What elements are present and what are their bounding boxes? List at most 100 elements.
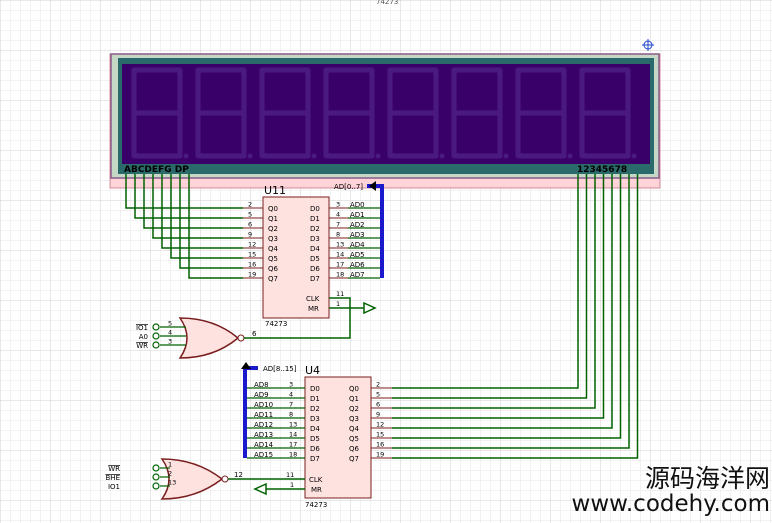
segment-wire [143, 174, 243, 229]
u11-left-pin-number: 16 [248, 261, 256, 269]
gate2-input-terminal-icon [152, 464, 160, 472]
lcd-digit-group [131, 67, 637, 159]
u4-mr-label: MR [311, 486, 322, 494]
u4-left-pin-number: 3 [289, 381, 293, 389]
segment-wire [188, 174, 243, 279]
lcd-digit [579, 67, 631, 159]
u11-bus-name: AD[0..7] [334, 183, 363, 191]
gate2-input-label: WR [108, 465, 120, 473]
u4-clk-label: CLK [309, 476, 323, 484]
digit-wire [392, 174, 605, 419]
lcd-decimal-point [503, 153, 509, 159]
u11-left-pin-number: 19 [248, 271, 256, 279]
u4-right-pin-number: 5 [376, 391, 380, 399]
gate1-input-pin: 3 [168, 338, 172, 346]
u4-bus-signal: AD14 [254, 441, 274, 449]
u11-left-label: Q5 [268, 255, 278, 263]
u11-bus-signal: AD7 [350, 271, 365, 279]
u4-bus-signal: AD10 [254, 401, 273, 409]
u11-right-pin-number: 7 [336, 221, 340, 229]
u4-left-label: D2 [310, 405, 320, 413]
u4-left-label: D0 [310, 385, 320, 393]
or-gate-1-body [178, 317, 240, 359]
u11-name: U11 [264, 184, 286, 197]
u4-name: U4 [305, 364, 320, 377]
gate2-input-pin: 2 [168, 470, 172, 478]
u4-right-pin-number: 2 [376, 381, 380, 389]
u4-type: 74273 [305, 501, 327, 509]
gate1-input-label: IO1 [136, 324, 148, 332]
u4-right-pin-number: 19 [376, 451, 384, 459]
u11-right-label: D1 [310, 215, 320, 223]
gate2-input-label: IO1 [108, 483, 120, 491]
gate1-input-pin: 4 [168, 329, 172, 337]
u11-left-pin-number: 2 [248, 201, 252, 209]
gate2-input-pin: 1 [168, 461, 172, 469]
lcd-display[interactable]: ABCDEFG DP 12345678 [109, 53, 661, 189]
lcd-digit-pin-label: 12345678 [577, 165, 627, 175]
digit-wire [392, 174, 588, 399]
u4-left-pin-number: 8 [289, 411, 293, 419]
digit-wire [392, 174, 579, 389]
u11-mr-pin: 1 [336, 300, 340, 308]
u4-mr-pin: 1 [290, 481, 294, 489]
u4-left-pin-number: 4 [289, 391, 293, 399]
lcd-digit [195, 67, 247, 159]
watermark: 源码海洋网 www.codehy.com [570, 466, 770, 516]
lcd-digit [259, 67, 311, 159]
u11-left-label: Q6 [268, 265, 279, 273]
u11-left-label: Q4 [268, 245, 279, 253]
lcd-decimal-point [183, 153, 189, 159]
u11-bus-signal: AD5 [350, 251, 365, 259]
u4-left-pin-number: 18 [289, 451, 297, 459]
lcd-decimal-point [311, 153, 317, 159]
u11-right-pin-number: 3 [336, 201, 340, 209]
u4-left-label: D5 [310, 435, 320, 443]
u11-bus-signal: AD4 [350, 241, 365, 249]
u11-bus-signal: AD3 [350, 231, 365, 239]
segment-wire [161, 174, 243, 249]
u11-right-pin-number: 14 [336, 251, 344, 259]
u4-right-label: Q4 [349, 425, 360, 433]
u4-right-label: Q2 [349, 405, 359, 413]
u4-bus-signal: AD13 [254, 431, 273, 439]
u4-bus-name: AD[8..15] [263, 365, 297, 373]
u4-bus-signal: AD11 [254, 411, 273, 419]
u4-right-pin-number: 16 [376, 441, 384, 449]
lcd-digit [387, 67, 439, 159]
segment-wire [170, 174, 243, 259]
watermark-url: www.codehy.com [571, 491, 770, 517]
crosshair-marker-icon[interactable] [642, 39, 654, 51]
u4-right-pin-number: 15 [376, 431, 384, 439]
watermark-cn: 源码海洋网 [644, 464, 770, 493]
u4-right-label: Q3 [349, 415, 359, 423]
u11-right-label: D7 [310, 275, 320, 283]
lcd-digit [451, 67, 503, 159]
u11-right-label: D6 [310, 265, 320, 273]
u11-bus-signal: AD1 [350, 211, 365, 219]
u4-right-pin-number: 12 [376, 421, 384, 429]
lcd-decimal-point [567, 153, 573, 159]
segment-wire [152, 174, 243, 239]
or-gate-2-body [160, 458, 224, 500]
gate1-input-terminal-icon [152, 332, 160, 340]
u11-right-label: D5 [310, 255, 320, 263]
segment-wire [134, 174, 243, 219]
u11-mr-label: MR [308, 305, 319, 313]
u4-left-pin-number: 14 [289, 431, 297, 439]
top-part-label: 74273 [376, 0, 398, 6]
u11-left-pin-number: 6 [248, 221, 252, 229]
u4-mr-terminal-icon [253, 482, 267, 496]
u4-right-pin-number: 9 [376, 411, 380, 419]
u4-right-label: Q1 [349, 395, 359, 403]
or-gate-1-output-pin: 6 [252, 330, 257, 338]
